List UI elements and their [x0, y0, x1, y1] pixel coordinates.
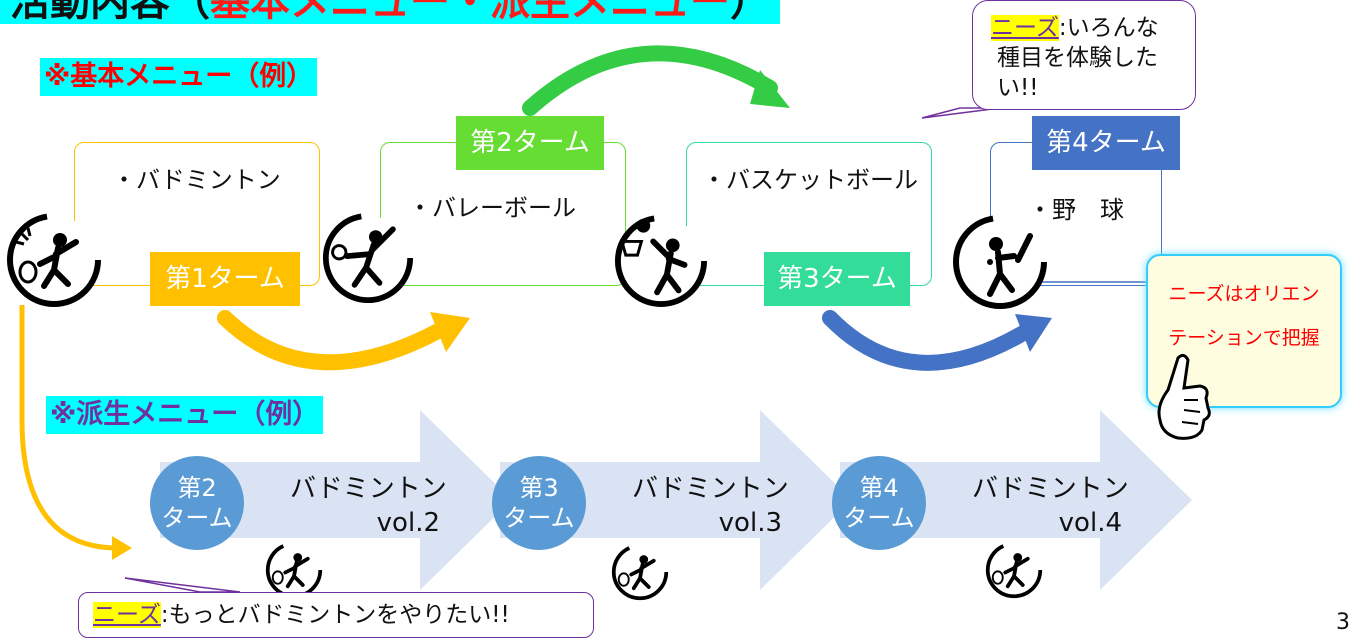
page-title: 活動内容（基本メニュー・派生メニュー） — [0, 0, 780, 24]
volleyball-icon — [322, 212, 414, 304]
badminton-icon-small-2 — [611, 543, 669, 601]
arrow-to-derived — [19, 305, 119, 551]
badminton-icon-small-1 — [265, 541, 323, 599]
basic-menu-label: ※基本メニュー（例） — [40, 58, 318, 96]
needs-label: ニーズ — [991, 15, 1059, 41]
arrow-term3-to-term4 — [822, 310, 1033, 371]
arrow-term2-to-term3 — [522, 45, 778, 116]
arrow-term1-to-term2 — [217, 310, 448, 371]
badminton-icon — [7, 213, 101, 307]
term1-label: 第1ターム — [150, 252, 300, 306]
term3-label: 第3ターム — [764, 252, 910, 306]
derived-arrow-3 — [840, 410, 1192, 590]
term2-sport: ・バレーボール — [408, 194, 576, 222]
term4-sport: ・野 球 — [1028, 196, 1124, 224]
orientation-note: ニーズはオリエン テーションで把握 — [1146, 254, 1342, 408]
needs-label-bottom: ニーズ — [93, 602, 161, 628]
derived-arrow-1 — [160, 410, 512, 590]
derived-name-1: バドミントン — [290, 474, 447, 504]
derived-menu-label: ※派生メニュー（例） — [46, 396, 324, 434]
term2-label: 第2ターム — [456, 116, 604, 170]
needs-callout-bottom: ニーズ:もっとバドミントンをやりたい!! — [78, 592, 594, 638]
derived-name-3: バドミントン — [972, 474, 1129, 504]
derived-vol-1: vol.2 — [376, 508, 440, 538]
page-number: 3 — [1336, 610, 1350, 635]
derived-arrow-2 — [500, 410, 852, 590]
derived-name-2: バドミントン — [632, 474, 789, 504]
term1-sport: ・バドミントン — [112, 166, 281, 194]
derived-vol-3: vol.4 — [1058, 508, 1122, 538]
baseball-icon — [953, 215, 1047, 309]
basketball-icon — [614, 214, 708, 308]
term3-sport: ・バスケットボール — [702, 166, 918, 194]
pointing-hand-icon — [1157, 353, 1211, 440]
badminton-icon-small-3 — [985, 541, 1043, 599]
needs-callout-top: ニーズ:いろんな 種目を体験したい!! — [972, 0, 1196, 110]
derived-vol-2: vol.3 — [718, 508, 782, 538]
term4-label: 第4ターム — [1032, 116, 1180, 170]
